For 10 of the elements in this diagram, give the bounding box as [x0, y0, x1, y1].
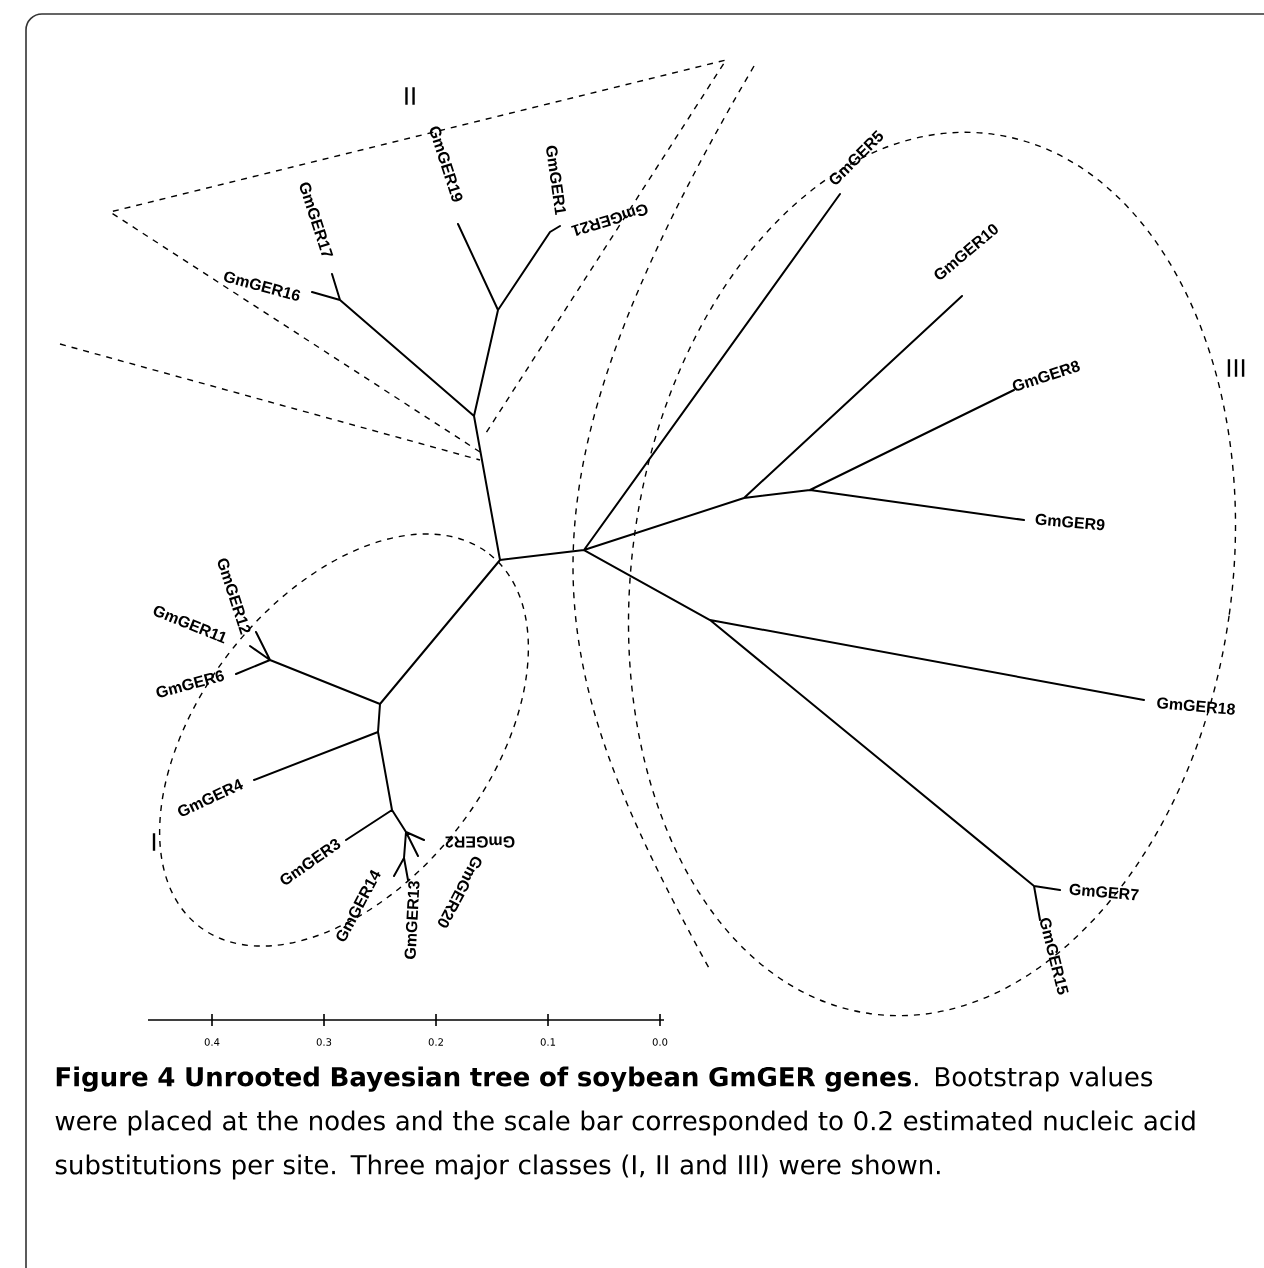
figure-caption: Figure 4 Unrooted Bayesian tree of soybean GmGER genes. Bootstrap values were placed at the nodes and the scale bar corresponded to 0.2 estimated nucleic acid substitutions per site. Three major classes (I, II and III) were shown.	[55, 1066, 1195, 1180]
class-label: II	[405, 87, 415, 105]
class-label: III	[1227, 359, 1245, 377]
class-label: I	[152, 833, 156, 851]
gene-label: GmGER1	[546, 145, 566, 216]
gene-label: GmGER9	[1035, 513, 1105, 531]
gene-label: GmGER13	[404, 881, 420, 959]
gene-label: GmGER2	[445, 836, 515, 848]
gene-label: GmGER18	[1157, 697, 1235, 715]
gene-label: GmGER7	[1069, 883, 1139, 901]
